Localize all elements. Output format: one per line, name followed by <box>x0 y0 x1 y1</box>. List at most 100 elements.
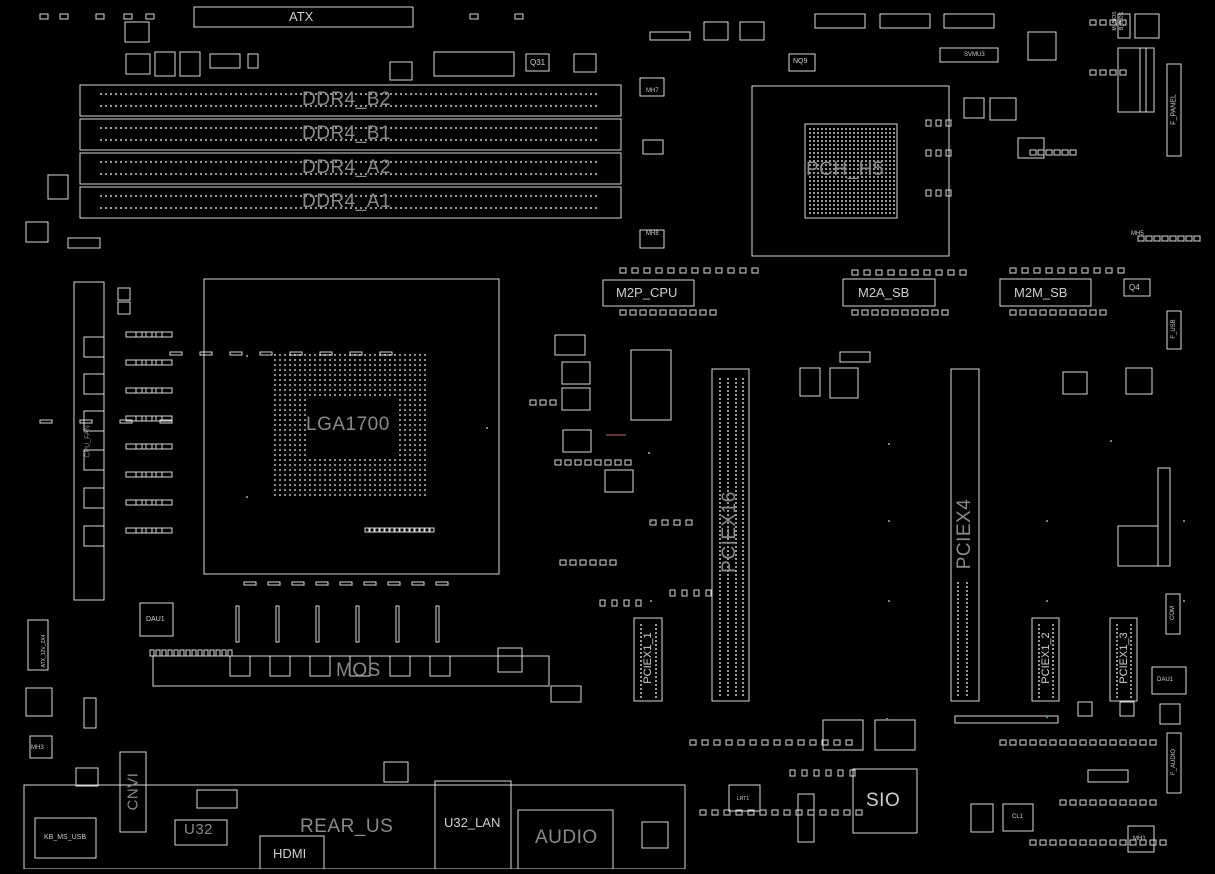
passive-part <box>1153 235 1161 242</box>
pch-ball <box>829 152 831 154</box>
dimm-pin <box>455 93 457 95</box>
passive-part <box>935 119 942 127</box>
pch-ball <box>853 168 855 170</box>
dimm-pin <box>550 93 552 95</box>
pcie-pin <box>735 566 737 568</box>
dimm-pin <box>155 105 157 107</box>
pcie-x1-pin <box>1038 660 1040 662</box>
socket-pin <box>299 484 301 486</box>
socket-pin <box>414 449 416 451</box>
pch-ball <box>829 128 831 130</box>
socket-pin <box>284 429 286 431</box>
dimm-pin <box>595 161 597 163</box>
passive-part <box>221 649 227 657</box>
dimm-pin <box>250 161 252 163</box>
socket-pin <box>274 359 276 361</box>
pciex16-label: PCIEX16 <box>719 491 740 573</box>
pcie-x1-pin <box>655 692 657 694</box>
dimm-pin <box>400 161 402 163</box>
dimm-pin <box>355 93 357 95</box>
pch-ball <box>885 184 887 186</box>
dimm-pin <box>485 207 487 209</box>
pch-ball <box>873 212 875 214</box>
pcie-pin <box>719 602 721 604</box>
f-audio-header <box>1166 732 1182 794</box>
socket-pin <box>329 364 331 366</box>
socket-pin <box>354 364 356 366</box>
component-pad <box>1077 701 1093 717</box>
passive-part <box>1069 839 1077 846</box>
pch-ball <box>853 204 855 206</box>
component-pad <box>47 174 69 200</box>
socket-pin <box>414 479 416 481</box>
socket-pin <box>374 494 376 496</box>
pch-ball <box>833 208 835 210</box>
dimm-pin <box>590 139 592 141</box>
dimm-slot-a2 <box>79 152 622 185</box>
socket-pin <box>284 464 286 466</box>
dimm-pin <box>210 161 212 163</box>
pch-ball <box>877 204 879 206</box>
passive-part <box>1069 799 1077 806</box>
pch-ball <box>813 192 815 194</box>
dimm-pin <box>220 139 222 141</box>
socket-pin <box>394 469 396 471</box>
pcie-pin <box>727 634 729 636</box>
dimm-pin <box>150 173 152 175</box>
pcie-pin <box>727 414 729 416</box>
passive-part <box>145 443 163 450</box>
via-dot <box>1046 716 1048 718</box>
dimm-pin <box>195 161 197 163</box>
socket-pin <box>374 469 376 471</box>
pch-ball <box>893 160 895 162</box>
socket-pin <box>369 394 371 396</box>
pcie-x1-pin <box>640 672 642 674</box>
socket-pin <box>304 469 306 471</box>
pch-ball <box>893 156 895 158</box>
pcie-x1-pin <box>1130 672 1132 674</box>
pcie-pin <box>727 582 729 584</box>
socket-pin <box>414 464 416 466</box>
dimm-pin <box>305 207 307 209</box>
dimm-pin <box>175 105 177 107</box>
socket-pin <box>369 474 371 476</box>
f-panel-label: F_PANEL <box>1170 94 1178 125</box>
socket-pin <box>394 354 396 356</box>
dimm-pin <box>470 161 472 163</box>
pcie-pin <box>742 434 744 436</box>
pch-ball <box>853 212 855 214</box>
passive-part <box>1029 839 1037 846</box>
dimm-pin <box>555 105 557 107</box>
component-pad <box>383 761 409 783</box>
socket-pin <box>424 414 426 416</box>
pch-ball <box>889 172 891 174</box>
pcie-x1-pin <box>1130 644 1132 646</box>
dimm-pin <box>465 139 467 141</box>
dimm-pin <box>580 207 582 209</box>
passive-part <box>945 149 952 157</box>
socket-pin <box>334 384 336 386</box>
dimm-pin <box>480 127 482 129</box>
dimm-pin <box>375 173 377 175</box>
socket-pin <box>284 389 286 391</box>
dimm-pin <box>495 105 497 107</box>
pch-ball <box>845 204 847 206</box>
pch-ball <box>873 128 875 130</box>
dimm-pin <box>225 127 227 129</box>
dimm-pin <box>400 127 402 129</box>
socket-pin <box>304 404 306 406</box>
dimm-pin <box>430 105 432 107</box>
dimm-pin <box>265 127 267 129</box>
pch-ball <box>853 164 855 166</box>
pcie-pin <box>719 554 721 556</box>
pcie-pin <box>742 438 744 440</box>
dimm-pin <box>420 139 422 141</box>
pcie-pin <box>719 514 721 516</box>
dimm-pin <box>145 105 147 107</box>
pch-ball <box>809 212 811 214</box>
component-pad <box>639 77 665 97</box>
passive-part <box>619 309 627 316</box>
passive-part <box>315 605 320 643</box>
socket-pin <box>404 459 406 461</box>
pcie-pin <box>742 550 744 552</box>
